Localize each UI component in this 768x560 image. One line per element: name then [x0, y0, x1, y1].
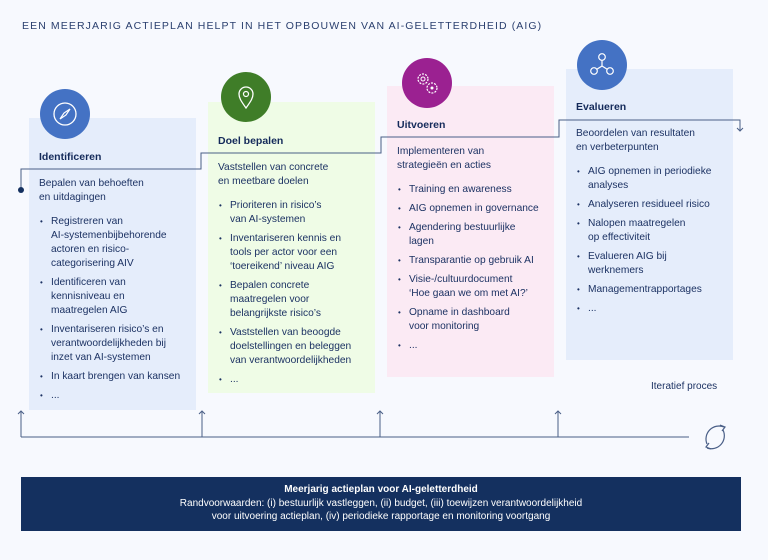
phase-uitvoeren: Uitvoeren Implementeren van strategieën … [387, 58, 554, 377]
arrow-down-icon [736, 127, 744, 132]
list-item: ... [576, 302, 727, 316]
staircase-line [20, 119, 741, 190]
arrow-up-icon [376, 410, 384, 437]
phase-list: AIG opnemen in periodieke analyses Analy… [576, 165, 727, 316]
list-item: ... [39, 389, 190, 403]
list-item: In kaart brengen van kansen [39, 370, 190, 384]
arrow-up-icon [17, 410, 25, 437]
banner-line: Randvoorwaarden: (i) bestuurlijk vastleg… [179, 497, 583, 509]
phase-heading: Uitvoeren [397, 119, 446, 131]
list-item: Transparantie op gebruik AI [397, 254, 548, 268]
list-item: Vaststellen van beoogde doelstellingen e… [218, 326, 369, 368]
list-item: Visie-/cultuurdocument ‘Hoe gaan we om m… [397, 273, 548, 301]
action-plan-banner: Meerjarig actieplan voor AI-geletterdhei… [21, 477, 741, 531]
list-item: Analyseren residueel risico [576, 198, 727, 212]
phase-list: Training en awareness AIG opnemen in gov… [397, 183, 548, 353]
phase-evalueren: Evalueren Beoordelen van resultaten en v… [566, 40, 733, 360]
phase-description: Implementeren van strategieën en acties [397, 146, 492, 171]
phase-heading: Doel bepalen [218, 135, 284, 147]
phase-description: Bepalen van behoeften en uitdagingen [39, 178, 144, 203]
list-item: Registreren van AI-systemenbijbehorende … [39, 215, 190, 271]
iterative-process-label: Iteratief proces [651, 381, 718, 392]
list-item: Inventariseren kennis en tools per actor… [218, 232, 369, 274]
phase-heading: Identificeren [39, 151, 102, 163]
list-item: Prioriteren in risico’s van AI-systemen [218, 199, 369, 227]
banner-title: Meerjarig actieplan voor AI-geletterdhei… [284, 484, 478, 495]
map-pin-icon [221, 72, 271, 122]
gears-icon [402, 58, 452, 108]
page-title: EEN MEERJARIG ACTIEPLAN HELPT IN HET OPB… [22, 20, 543, 32]
list-item: Managementrapportages [576, 283, 727, 297]
list-item: Opname in dashboard voor monitoring [397, 306, 548, 334]
phase-heading: Evalueren [576, 101, 627, 113]
list-item: AIG opnemen in governance [397, 202, 548, 216]
list-item: Training en awareness [397, 183, 548, 197]
phase-identificeren: Identificeren Bepalen van behoeften en u… [29, 89, 196, 410]
phase-description: Vaststellen van concrete en meetbare doe… [218, 162, 329, 187]
list-item: Identificeren van kennisniveau en maatre… [39, 276, 190, 318]
banner-line: voor uitvoering actieplan, (iv) periodie… [211, 511, 551, 522]
network-icon [577, 40, 627, 90]
list-item: AIG opnemen in periodieke analyses [576, 165, 727, 193]
list-item: ... [397, 339, 548, 353]
arrow-up-icon [198, 410, 206, 437]
list-item: Nalopen maatregelen op effectiviteit [576, 217, 727, 245]
list-item: Bepalen concrete maatregelen voor belang… [218, 279, 369, 321]
list-item: Inventariseren risico’s en verantwoordel… [39, 323, 190, 365]
phase-list: Prioriteren in risico’s van AI-systemen … [218, 199, 369, 387]
phase-description: Beoordelen van resultaten en verbeterpun… [576, 128, 695, 153]
start-dot [18, 187, 24, 193]
cycle-icon [705, 424, 726, 450]
phase-doel-bepalen: Doel bepalen Vaststellen van concrete en… [208, 72, 375, 393]
compass-icon [40, 89, 90, 139]
list-item: ... [218, 373, 369, 387]
list-item: Agendering bestuurlijke lagen [397, 221, 548, 249]
list-item: Evalueren AIG bij werknemers [576, 250, 727, 278]
arrow-up-icon [554, 410, 562, 437]
phase-list: Registreren van AI-systemenbijbehorende … [39, 215, 190, 403]
